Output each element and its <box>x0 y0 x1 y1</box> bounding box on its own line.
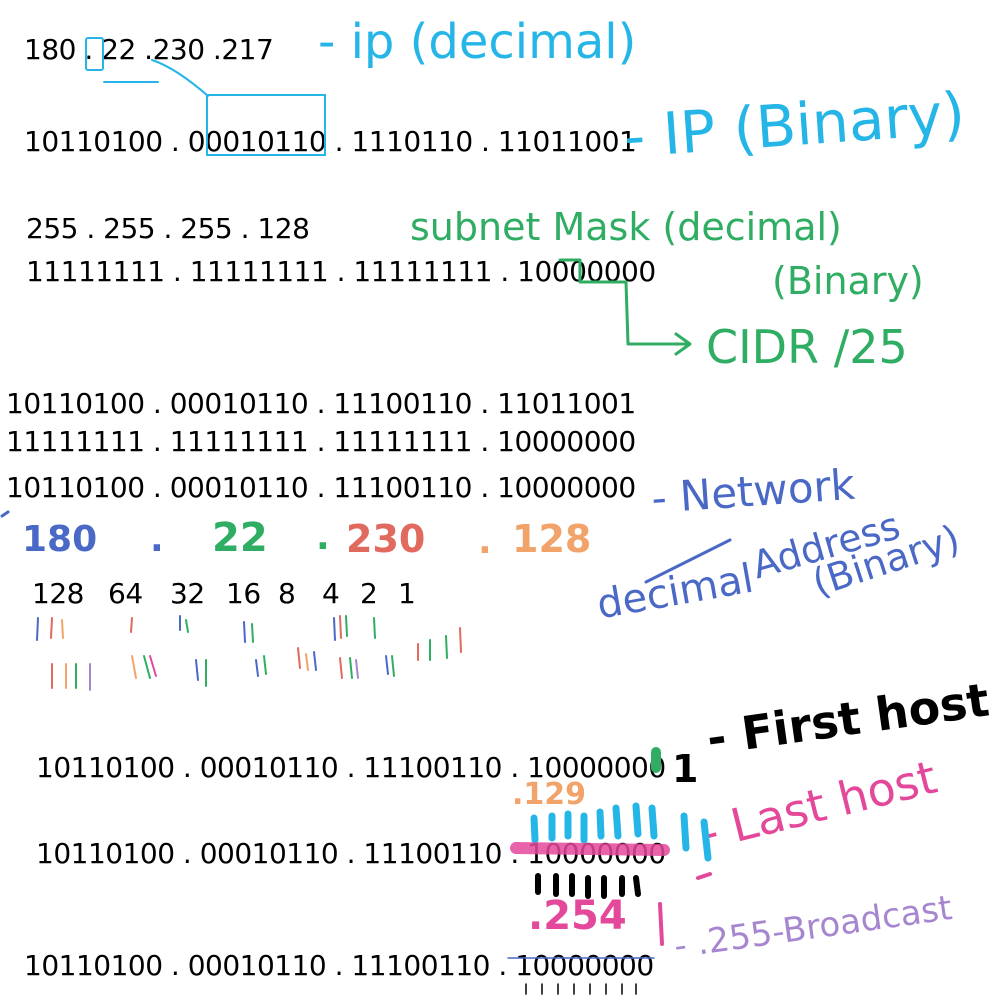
last-host-decimal: .254 <box>528 893 627 939</box>
cidr-label: CIDR /25 <box>706 320 908 374</box>
network-label: - Network <box>649 459 857 523</box>
ip-binary-text: 10110100 . 00010110 . 1110110 . 11011001 <box>24 125 637 158</box>
and-mask-binary: 11111111 . 11111111 . 11111111 . 1000000… <box>6 425 636 458</box>
broadcast-tallies <box>525 983 637 995</box>
last-host-binary: 10110100 . 00010110 . 11100110 . 1000000… <box>36 837 666 870</box>
mask-binary-text: 11111111 . 11111111 . 11111111 . 1000000… <box>26 255 656 288</box>
first-host-suffix: 1 <box>672 747 699 791</box>
mask-decimal-text: 255 . 255 . 255 . 128 <box>26 212 310 245</box>
first-host-label: - First host <box>703 672 993 766</box>
network-octet-2: 22 <box>212 515 268 561</box>
ip-decimal-text: 180 . 22 .230 .217 <box>24 33 274 66</box>
place-value: 4 <box>322 577 340 610</box>
last-host-label: - Last host <box>695 749 942 861</box>
place-value: 64 <box>108 577 143 610</box>
ip-binary-label: - IP (Binary) <box>621 79 968 171</box>
place-value: 8 <box>278 577 296 610</box>
network-dot-3: . <box>478 521 492 562</box>
place-value: 32 <box>170 577 205 610</box>
place-value: 2 <box>360 577 378 610</box>
decimal-label: decimal <box>593 555 757 629</box>
subnet-mask-decimal-label: subnet Mask (decimal) <box>410 205 842 249</box>
network-dot-1: . <box>150 519 164 560</box>
place-value: 1 <box>398 577 416 610</box>
first-host-decimal: .129 <box>512 777 587 812</box>
broadcast-binary: 10110100 . 00010110 . 11100110 . 1000000… <box>24 949 654 982</box>
subnet-mask-binary-label: (Binary) <box>772 259 924 303</box>
network-octet-4: 128 <box>512 517 592 561</box>
ip-decimal-label: - ip (decimal) <box>318 14 637 70</box>
network-octet-1: 180 <box>22 519 98 560</box>
broadcast-label: - .255-Broadcast <box>671 888 955 967</box>
network-dot-2: . <box>316 517 330 558</box>
network-binary: 10110100 . 00010110 . 11100110 . 1000000… <box>6 471 636 504</box>
and-ip-binary: 10110100 . 00010110 . 11100110 . 1101100… <box>6 387 636 420</box>
tally-marks-row-1 <box>36 615 376 643</box>
first-host-binary: 10110100 . 00010110 . 11100110 . 1000000… <box>36 751 666 784</box>
place-value: 128 <box>32 577 84 610</box>
place-value: 16 <box>226 577 261 610</box>
network-octet-3: 230 <box>346 517 426 561</box>
tally-marks-row-2 <box>51 627 462 691</box>
